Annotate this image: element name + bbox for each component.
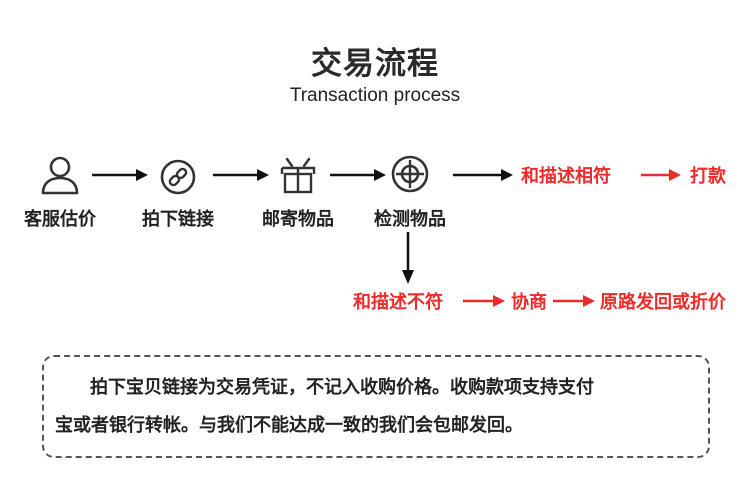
return-or-discount-label: 原路发回或折价	[600, 292, 726, 313]
note-box	[42, 355, 710, 458]
user-icon	[41, 156, 79, 195]
mismatch-result-label: 和描述不符	[353, 292, 443, 313]
red-arrow-right-icon	[553, 295, 595, 307]
payout-label: 打款	[690, 166, 726, 187]
step-label-ship-item: 邮寄物品	[262, 209, 334, 230]
step-label-appraisal: 客服估价	[24, 209, 96, 230]
step-label-place-order: 拍下链接	[142, 209, 214, 230]
link-icon	[160, 159, 196, 195]
target-inspect-icon	[391, 155, 429, 193]
step-label-inspect-item: 检测物品	[374, 209, 446, 230]
arrow-down-icon	[402, 232, 414, 284]
negotiate-label: 协商	[511, 292, 547, 313]
note-line-1: 拍下宝贝链接为交易凭证，不记入收购价格。收购款项支持支付	[90, 377, 594, 398]
page-subtitle: Transaction process	[289, 85, 461, 106]
red-arrow-right-icon	[641, 169, 681, 181]
arrow-right-icon	[213, 169, 269, 181]
note-line-2: 宝或者银行转帐。与我们不能达成一致的我们会包邮发回。	[55, 415, 523, 436]
red-arrow-right-icon	[463, 295, 505, 307]
arrow-right-icon	[330, 169, 386, 181]
gift-box-icon	[280, 157, 316, 194]
arrow-right-icon	[453, 169, 513, 181]
match-result-label: 和描述相符	[521, 166, 611, 187]
arrow-right-icon	[92, 169, 148, 181]
page-title: 交易流程	[311, 46, 439, 82]
